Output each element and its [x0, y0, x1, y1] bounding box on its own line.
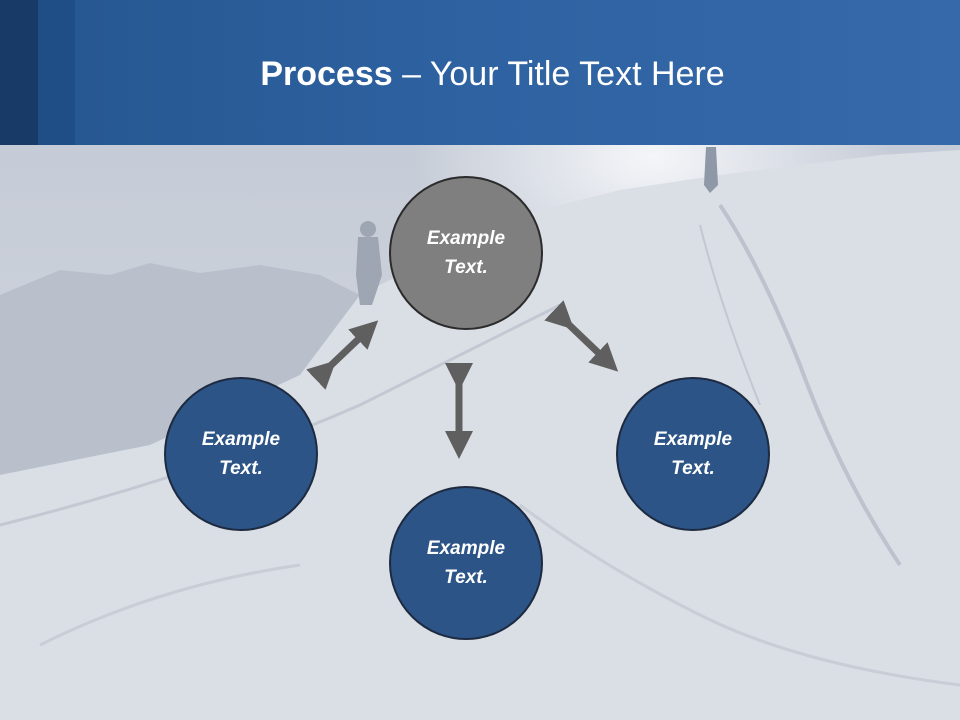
arrow-top-left — [306, 320, 379, 390]
slide-title-bold: Process — [260, 55, 393, 93]
process-node-right: Example Text. — [616, 377, 770, 531]
process-node-bottom: Example Text. — [389, 486, 543, 640]
slide-title: Process – Your Title Text Here — [75, 52, 910, 96]
slide-title-rest: – Your Title Text Here — [392, 55, 725, 93]
process-node-left: Example Text. — [164, 377, 318, 531]
process-node-left-label: Example Text. — [201, 429, 281, 479]
process-node-bottom-label: Example Text. — [426, 538, 506, 588]
process-node-top-label: Example Text. — [426, 228, 506, 278]
arrow-top-right — [544, 300, 619, 372]
title-bar-accent — [38, 0, 75, 145]
process-node-top: Example Text. — [389, 176, 543, 330]
title-bar-accent-dark — [0, 0, 38, 145]
process-node-right-label: Example Text. — [653, 429, 733, 479]
title-bar: Process – Your Title Text Here — [0, 0, 960, 145]
